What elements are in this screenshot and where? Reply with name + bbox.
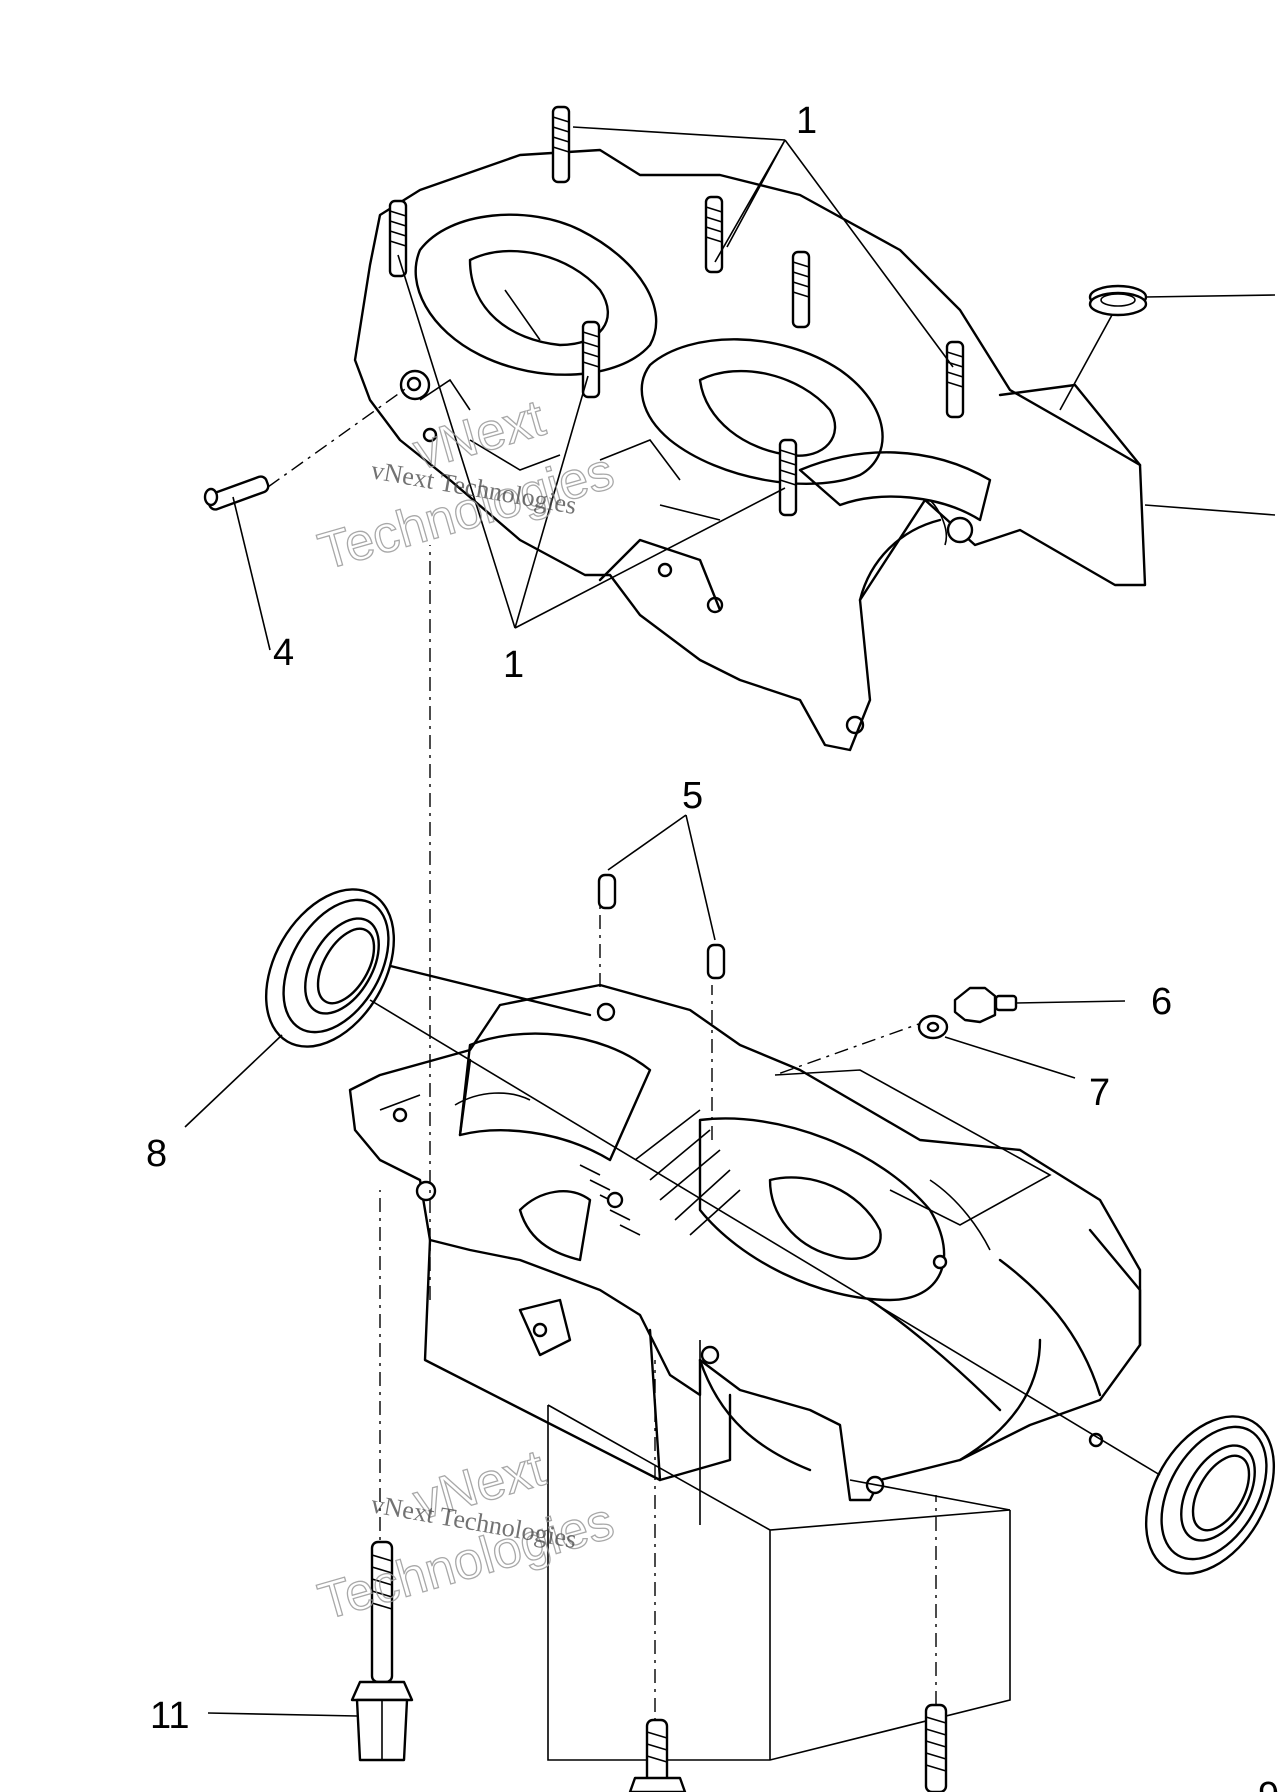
- stud: [704, 195, 724, 274]
- callout-11: 11: [150, 1695, 189, 1737]
- callout-1-bottom: 1: [503, 644, 524, 686]
- sealing-washer: [917, 1014, 1076, 1079]
- watermark-lower: vNext Technologies vNext Technologies: [312, 1438, 621, 1632]
- callout-1-top: 1: [796, 100, 817, 142]
- cylinder-studs: [388, 105, 965, 517]
- callout-8: 8: [146, 1133, 167, 1175]
- stud: [791, 250, 811, 329]
- bolt-lower-middle: [628, 1718, 687, 1792]
- stud: [388, 199, 408, 278]
- stud: [551, 105, 571, 184]
- drain-bolt: [953, 986, 1126, 1024]
- dowel-pins: [597, 814, 726, 980]
- lower-crankcase: [348, 983, 1142, 1502]
- callout-4: 4: [273, 632, 294, 674]
- callout-9-partial: 9: [1258, 1775, 1279, 1792]
- callout-5: 5: [682, 775, 703, 817]
- bolt-11: [207, 1540, 414, 1762]
- stud: [778, 438, 798, 517]
- stud: [945, 340, 965, 419]
- oil-seal-right: [1144, 1415, 1276, 1575]
- crankshaft-axis: [369, 999, 1161, 1476]
- hidden-lines: [364, 545, 1052, 1770]
- callout-6: 6: [1151, 981, 1172, 1023]
- bolt-lower-right: [924, 1703, 948, 1792]
- upper-leader-lines: [232, 126, 1276, 651]
- callout-7: 7: [1089, 1072, 1110, 1114]
- pin-part: [203, 475, 270, 511]
- oil-seal-left: [184, 888, 396, 1128]
- o-ring: [1088, 284, 1148, 317]
- upper-crankcase: [353, 148, 1147, 752]
